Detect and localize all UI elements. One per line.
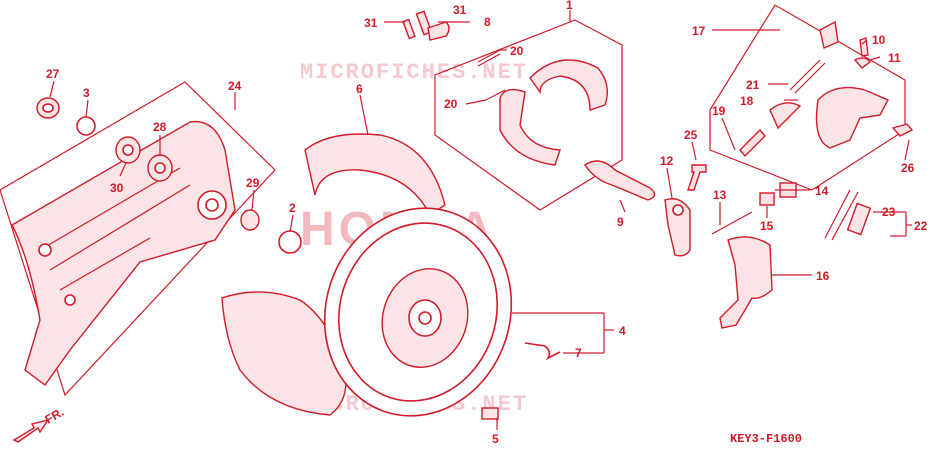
piston-18	[769, 102, 802, 130]
front-indicator: FR.	[12, 405, 66, 443]
joint-8	[427, 21, 450, 41]
callout-6: 6	[356, 82, 363, 96]
brake-shoe-b	[499, 88, 561, 166]
nut-27-hole	[42, 103, 54, 113]
callout-9: 9	[617, 215, 624, 229]
callout-28: 28	[153, 120, 167, 134]
callout-3: 3	[83, 86, 90, 100]
callout-5: 5	[492, 432, 499, 446]
callout-31b: 31	[453, 3, 467, 17]
pushrod-19	[739, 128, 766, 158]
watermark-top: MICROFICHES.NET	[300, 60, 528, 85]
callout-13: 13	[713, 188, 727, 202]
seal-28-hole	[154, 162, 166, 174]
collar-15	[759, 192, 775, 206]
callout-14: 14	[815, 184, 829, 198]
wheel-group	[323, 207, 513, 417]
callout-30: 30	[110, 181, 124, 195]
wheel-axle-hole	[418, 311, 432, 325]
diagram-code: KEY3-F1600	[730, 432, 802, 446]
swing-arm-ribs	[39, 167, 191, 291]
cap-11	[853, 57, 871, 69]
callout-29: 29	[246, 176, 260, 190]
callout-25: 25	[684, 128, 698, 142]
callout-7: 7	[575, 346, 582, 360]
callout-18: 18	[740, 94, 754, 108]
valve-stem	[524, 342, 561, 361]
callout-2: 2	[289, 201, 296, 215]
spring-23b	[831, 191, 859, 241]
brake-arm-hole	[672, 204, 684, 216]
callout-16: 16	[816, 269, 830, 283]
bolt-25	[687, 164, 707, 191]
callout-12: 12	[660, 154, 674, 168]
swing-arm-hole-a	[38, 243, 52, 257]
callout-15: 15	[760, 219, 774, 233]
brake-shoe-a	[529, 59, 608, 111]
callout-24: 24	[228, 79, 242, 93]
callout-22: 22	[914, 219, 928, 233]
bolt-26	[891, 123, 914, 137]
callout-11: 11	[888, 51, 901, 65]
rubber-23	[846, 202, 872, 236]
callout-23: 23	[882, 205, 896, 219]
callout-17: 17	[692, 24, 706, 38]
brake-cam	[584, 160, 656, 201]
callout-19: 19	[712, 104, 726, 118]
callout-21: 21	[746, 78, 760, 92]
brake-pedal	[719, 236, 773, 329]
tire-bottom	[221, 291, 347, 416]
pin-13	[711, 211, 753, 235]
callout-31a: 31	[364, 16, 378, 30]
collar-3	[76, 116, 96, 136]
piston-spring	[789, 59, 826, 94]
bearing-30-hole	[122, 144, 134, 156]
spring-23a	[824, 189, 851, 239]
tire-group	[221, 133, 446, 416]
bleeder-10	[859, 37, 869, 57]
cylinder-group	[709, 4, 914, 191]
callout-labels: 1 2 3 4 5 6 7 8 9 10 11 12 13 14 15 16 1…	[46, 0, 928, 446]
callout-20a: 20	[510, 44, 524, 58]
spring-group	[824, 189, 872, 241]
cotter-pin-31	[402, 18, 416, 40]
brake-springs	[477, 49, 506, 101]
front-arrow-icon	[12, 418, 50, 443]
callout-26: 26	[901, 161, 915, 175]
balance-weight	[481, 407, 499, 420]
swing-arm-boss-hole	[205, 198, 219, 212]
brake-arm	[664, 198, 691, 257]
callout-8: 8	[484, 15, 491, 29]
callout-20b: 20	[444, 97, 458, 111]
tire-top	[304, 133, 446, 217]
seal-29	[240, 209, 260, 231]
swing-arm-group	[0, 81, 276, 397]
callout-4: 4	[619, 324, 626, 338]
callout-1: 1	[566, 0, 573, 12]
brake-cam-group	[584, 160, 656, 201]
brake-shoe-group	[434, 19, 623, 211]
leader-lines	[49, 10, 912, 430]
callout-27: 27	[46, 67, 60, 81]
reservoir-cap	[819, 20, 839, 49]
brake-shoe-box	[434, 19, 623, 211]
callout-10: 10	[872, 33, 886, 47]
collar-2	[278, 230, 302, 254]
swing-arm-hole-b	[64, 294, 76, 306]
master-cylinder	[815, 86, 889, 149]
